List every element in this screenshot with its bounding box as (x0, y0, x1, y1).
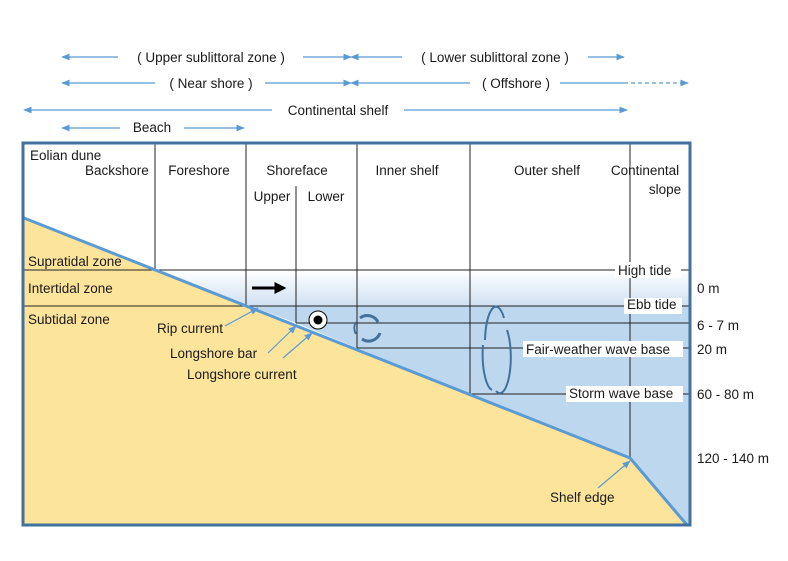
backshore-label: Backshore (85, 163, 149, 178)
rip-current-label: Rip current (157, 321, 223, 336)
longshore-current-symbol-icon (308, 310, 328, 330)
subtidal-zone-label: Subtidal zone (28, 312, 110, 327)
wave-orbital-large-icon (481, 305, 512, 395)
depth-6-7-label: 6 - 7 m (697, 318, 739, 333)
longshore-current-label: Longshore current (187, 367, 297, 382)
diagram-frame (21, 141, 692, 527)
offshore-label: ( Offshore ) (482, 76, 550, 91)
shelf-edge-label: Shelf edge (550, 490, 615, 505)
outer-shelf-label: Outer shelf (514, 163, 580, 178)
beach-label: Beach (133, 120, 171, 135)
water-body (250, 306, 690, 525)
high-tide-label: High tide (618, 263, 671, 278)
upper-shoreface-label: Upper (254, 189, 291, 204)
longshore-bar-label: Longshore bar (170, 346, 258, 361)
shelf-edge-pointer (597, 460, 631, 489)
continental-slope-label-1: Continental (611, 163, 679, 178)
longshore-current-pointer (282, 332, 313, 359)
seafloor-profile (23, 216, 689, 526)
depth-20-label: 20 m (697, 342, 727, 357)
upper-sublittoral-label: ( Upper sublittoral zone ) (137, 50, 285, 65)
continental-shelf-label: Continental shelf (288, 103, 389, 118)
continental-slope-label-2: slope (649, 182, 681, 197)
wave-orbital-small-icon (353, 314, 382, 343)
lower-sublittoral-label: ( Lower sublittoral zone ) (421, 50, 569, 65)
rip-current-pointer (224, 307, 259, 327)
foreshore-label: Foreshore (168, 163, 230, 178)
longshore-bar-pointer (267, 325, 297, 354)
shoreface-label: Shoreface (266, 163, 328, 178)
depth-120-140-label: 120 - 140 m (697, 451, 769, 466)
depth-0-label: 0 m (697, 281, 720, 296)
sediment-body (24, 218, 687, 525)
supratidal-zone-label: Supratidal zone (28, 254, 122, 269)
ebb-tide-label: Ebb tide (627, 297, 677, 312)
lower-shoreface-label: Lower (308, 189, 345, 204)
eolian-dune-label: Eolian dune (30, 148, 101, 163)
intertidal-zone-label: Intertidal zone (28, 281, 113, 296)
fair-weather-wave-base-label: Fair-weather wave base (526, 342, 670, 357)
storm-wave-base-label: Storm wave base (569, 386, 673, 401)
intertidal-water (153, 270, 690, 306)
inner-shelf-label: Inner shelf (375, 163, 438, 178)
depth-60-80-label: 60 - 80 m (697, 387, 754, 402)
near-shore-label: ( Near shore ) (169, 76, 252, 91)
